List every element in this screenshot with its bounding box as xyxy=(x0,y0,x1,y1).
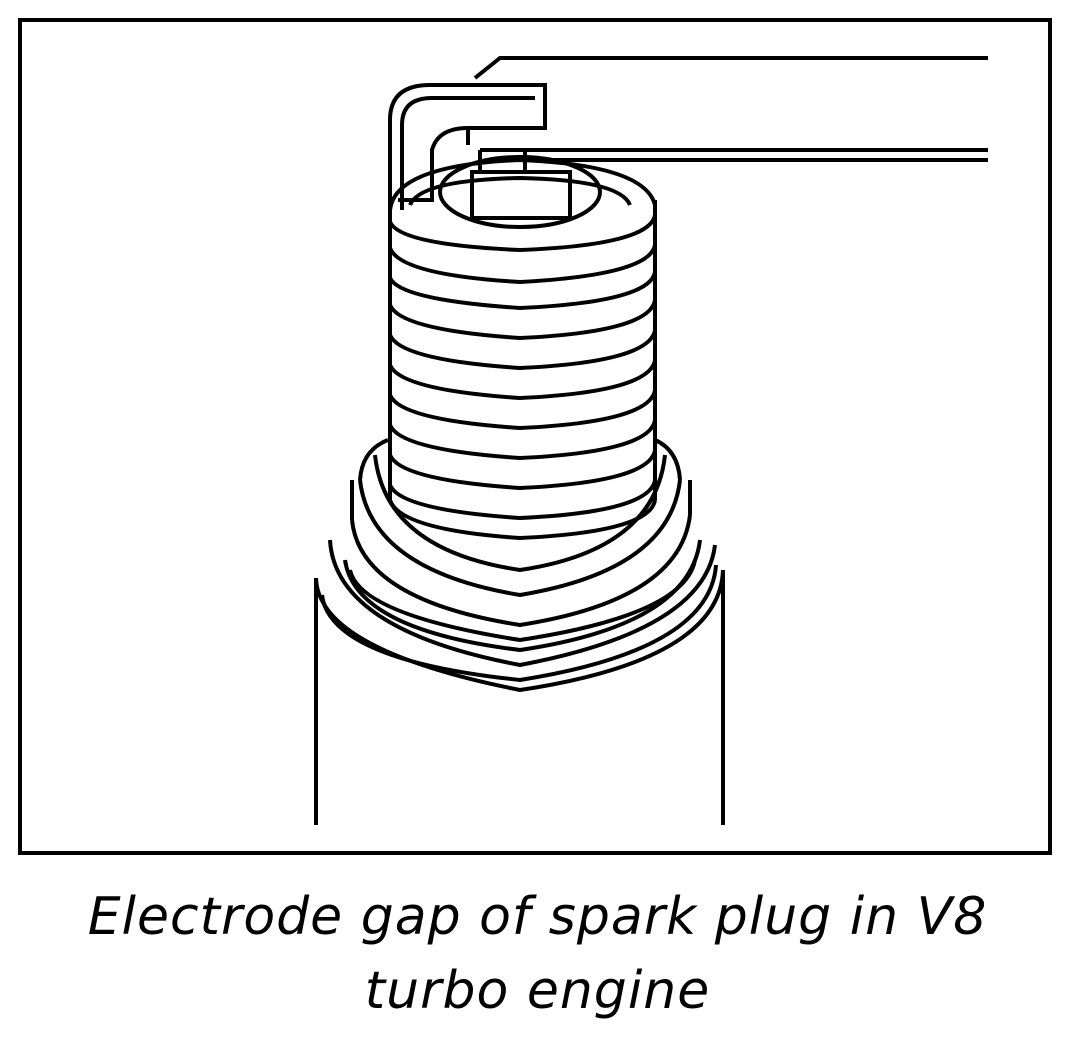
ground-electrode xyxy=(388,83,547,225)
caption-line-2: turbo engine xyxy=(364,961,711,1021)
plug-shell xyxy=(314,438,725,825)
plug-threads xyxy=(388,157,657,541)
gap-leader-lines xyxy=(473,56,988,162)
spark-plug-illustration xyxy=(18,18,1052,855)
figure-caption: Electrode gap of spark plug in V8 turbo … xyxy=(0,880,1075,1028)
figure-border xyxy=(18,18,1052,855)
caption-line-1: Electrode gap of spark plug in V8 xyxy=(87,887,988,947)
